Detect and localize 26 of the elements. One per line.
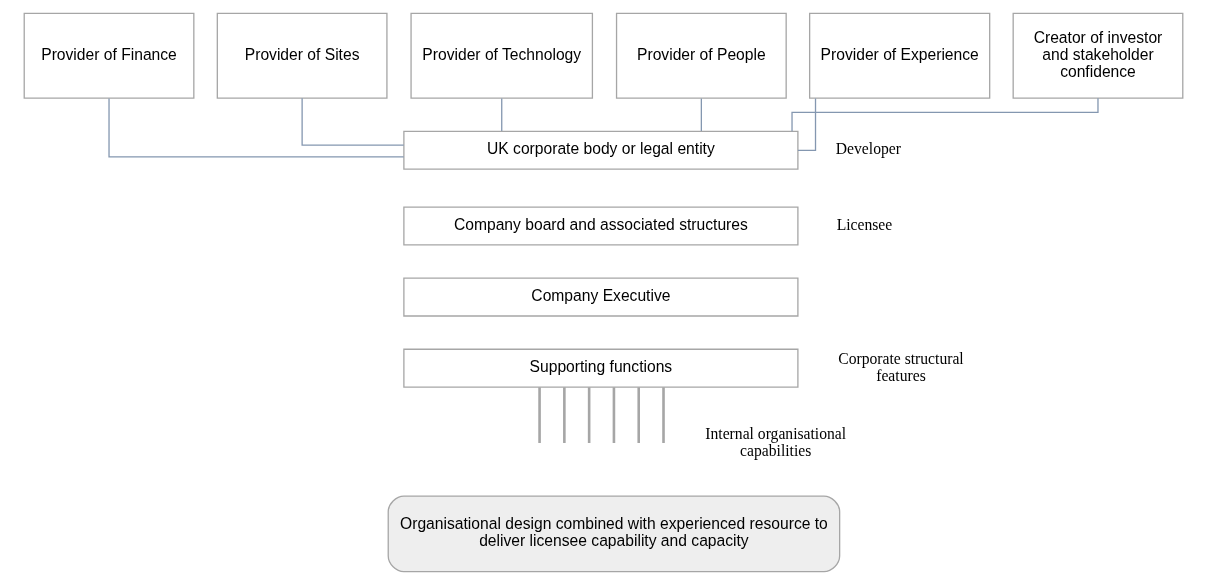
node-box: Creator of investor and stakeholder confidence: [1012, 12, 1183, 99]
node-box: Provider of People: [615, 12, 787, 99]
node-box: UK corporate body or legal entity: [402, 130, 799, 170]
connector: [796, 97, 816, 151]
node-box: Organisational design combined with experienced resource to deliver licensee capability and capacity: [387, 495, 840, 573]
node-box: Provider of Technology: [409, 12, 593, 99]
connector: [300, 97, 404, 146]
connector: [700, 97, 702, 132]
node-box: Company Executive: [402, 277, 799, 317]
node-box: Provider of Experience: [808, 12, 990, 99]
label: Corporate structural features: [837, 349, 964, 384]
connector: [661, 387, 665, 443]
label: Internal organisational capabilities: [704, 425, 846, 460]
node-box: Company board and associated structures: [402, 206, 799, 246]
node-box: Provider of Sites: [216, 12, 388, 99]
node-box: Provider of Finance: [23, 12, 194, 99]
connector: [500, 97, 502, 132]
node-box: Supporting functions: [402, 348, 799, 388]
connector: [587, 387, 590, 443]
connector: [612, 387, 615, 443]
label: Developer: [835, 140, 901, 158]
label: Licensee: [836, 216, 892, 234]
connector: [537, 387, 541, 443]
connector: [636, 387, 640, 443]
connector: [107, 97, 404, 158]
connector: [562, 387, 566, 443]
